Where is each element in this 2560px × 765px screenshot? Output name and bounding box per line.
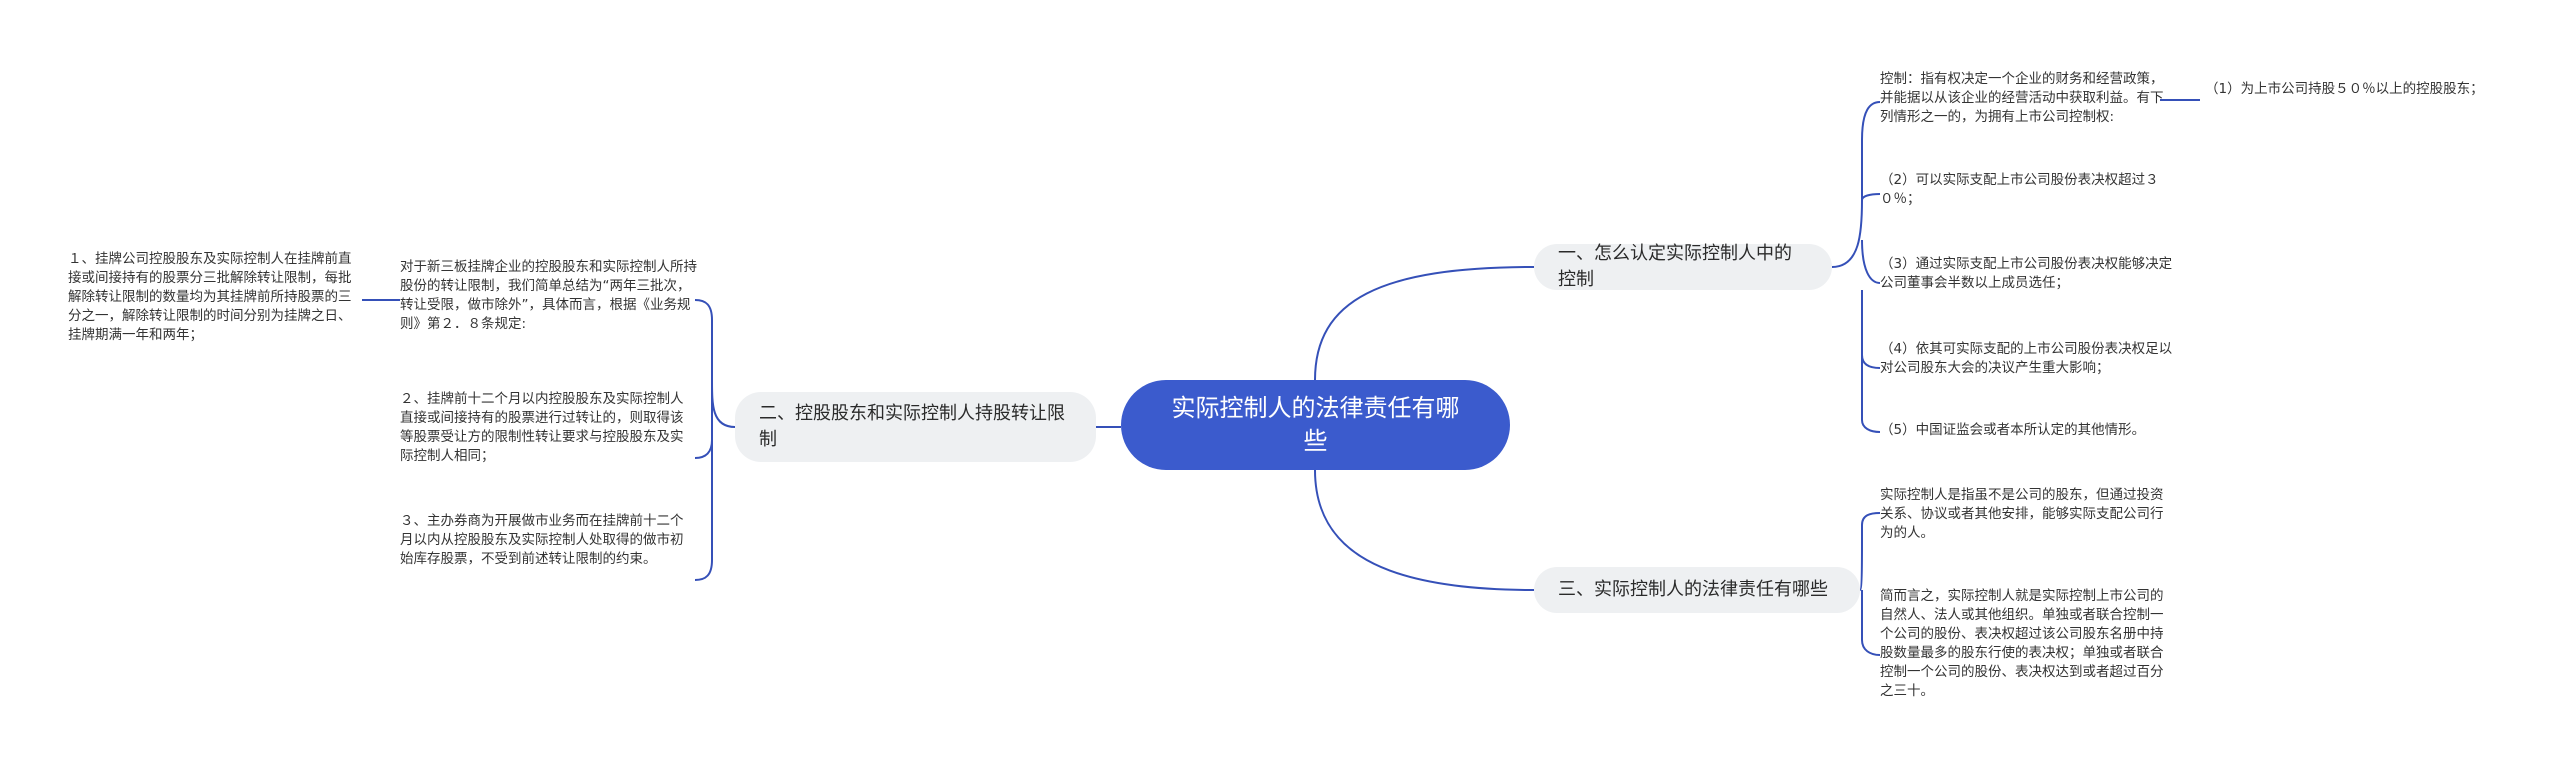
branch-label: 三、实际控制人的法律责任有哪些 bbox=[1558, 579, 1828, 600]
root-topic[interactable]: 实际控制人的法律责任有哪些 bbox=[1121, 380, 1510, 470]
leaf-liability-summary: 简而言之，实际控制人就是实际控制上市公司的自然人、法人或其他组织。单独或者联合控… bbox=[1880, 588, 2164, 699]
leaf-control-definition-child: （1）为上市公司持股５０％以上的控股股东； bbox=[2205, 81, 2484, 97]
link-branch2-leaves bbox=[694, 299, 736, 581]
leaf-transfer-summary-child: １、挂牌公司控股股东及实际控制人在挂牌前直接或间接持有的股票分三批解除转让限制，… bbox=[68, 251, 352, 343]
branch-label: 二、控股股东和实际控制人持股转让限制 bbox=[759, 403, 1065, 450]
root-title: 实际控制人的法律责任有哪些 bbox=[1171, 394, 1460, 455]
leaf-control-item-5: （5）中国证监会或者本所认定的其他情形。 bbox=[1880, 422, 2146, 438]
leaf-control-definition: 控制：指有权决定一个企业的财务和经营政策，并能据以从该企业的经营活动中获取利益。… bbox=[1880, 71, 2164, 125]
link-root-branch3 bbox=[1314, 469, 1535, 591]
leaf-control-item-2: （2）可以实际支配上市公司股份表决权超过３０％； bbox=[1880, 172, 2159, 207]
branch-legal-liability[interactable]: 三、实际控制人的法律责任有哪些 bbox=[1534, 567, 1860, 613]
leaf-control-item-4: （4）依其可实际支配的上市公司股份表决权足以对公司股东大会的决议产生重大影响； bbox=[1880, 341, 2173, 376]
leaf-transfer-item-2: ２、挂牌前十二个月以内控股股东及实际控制人直接或间接持有的股票进行过转让的，则取… bbox=[400, 391, 684, 464]
branch-label: 一、怎么认定实际控制人中的控制 bbox=[1558, 243, 1792, 290]
leaf-transfer-summary: 对于新三板挂牌企业的控股股东和实际控制人所持股份的转让限制，我们简单总结为“两年… bbox=[400, 259, 697, 332]
leaf-control-item-3: （3）通过实际支配上市公司股份表决权能够决定公司董事会半数以上成员选任； bbox=[1880, 256, 2173, 291]
link-branch1-leaves bbox=[1831, 101, 1881, 433]
leaf-liability-definition: 实际控制人是指虽不是公司的股东，但通过投资关系、协议或者其他安排，能够实际支配公… bbox=[1880, 487, 2164, 541]
branch-identify-control[interactable]: 一、怎么认定实际控制人中的控制 bbox=[1534, 243, 1832, 290]
link-root-branch1 bbox=[1314, 266, 1535, 381]
branch-transfer-restriction[interactable]: 二、控股股东和实际控制人持股转让限制 bbox=[735, 392, 1096, 462]
link-branch3-leaves bbox=[1859, 512, 1881, 656]
leaf-transfer-item-3: ３、主办券商为开展做市业务而在挂牌前十二个月以内从控股股东及实际控制人处取得的做… bbox=[400, 513, 684, 567]
